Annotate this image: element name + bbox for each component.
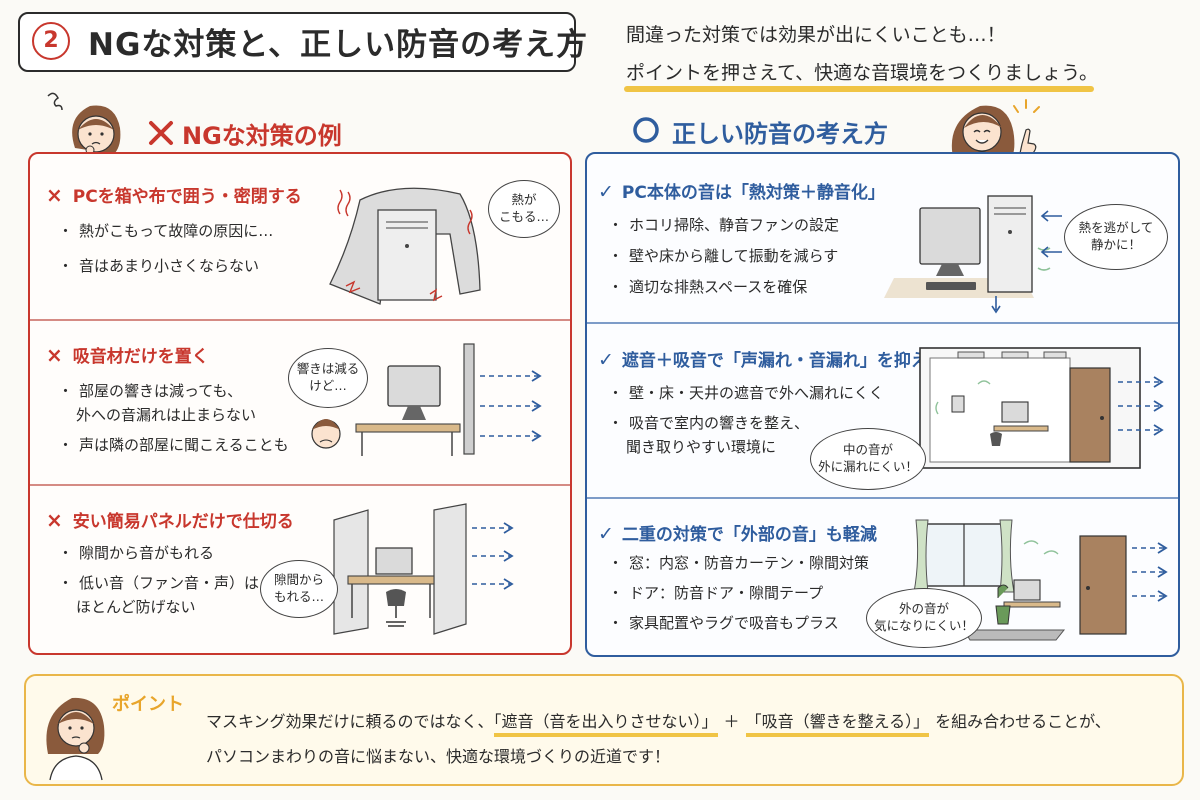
ng-x-icon: × <box>46 183 63 207</box>
ng-item-1-bullet-1: 熱がこもって故障の原因に… <box>58 220 273 241</box>
ng-divider-2 <box>30 484 570 486</box>
ng-item-3-bullet-2-continued: ほとんど防げない <box>76 598 196 616</box>
ng-item-2-bullet-1-continued: 外への音漏れは止まらない <box>76 406 257 424</box>
covered-pc-illustration <box>329 187 481 305</box>
intro-underline <box>624 86 1094 92</box>
thinking-person-icon <box>46 697 105 781</box>
ng-section-heading: NGな対策の例 <box>182 122 342 150</box>
ok-item-3-bullet-3: 家具配置やラグで吸音もプラス <box>608 612 839 633</box>
ng-x-mark-icon <box>149 121 173 145</box>
check-icon: ✓ <box>598 181 614 203</box>
ng-item-2-title: ×吸音材だけを置く <box>46 343 209 367</box>
page-title: NGな対策と、正しい防音の考え方 <box>88 27 589 63</box>
sound-leak-arrows <box>472 522 514 590</box>
ok-circle-mark-icon <box>633 117 659 143</box>
ng-item-3-bullet-2: 低い音（ファン音・声）は <box>58 572 259 593</box>
highlight-absorption: 「吸音（響きを整える）」 <box>745 712 930 737</box>
soundproof-room-illustration <box>919 347 1141 469</box>
ok-divider-2 <box>587 497 1178 499</box>
window-door-room-illustration <box>913 519 1127 641</box>
section-number-badge: 2 <box>32 22 70 60</box>
point-text-line-2: パソコンまわりの音に悩まない、快適な環境づくりの近道です！ <box>206 747 671 766</box>
ng-x-icon: × <box>46 508 63 532</box>
ok-item-3-speech-bubble: 外の音が気になりにくい！ <box>866 588 982 648</box>
ng-item-1-speech-bubble: 熱がこもる… <box>488 180 560 238</box>
ok-item-2-bullet-1: 壁・床・天井の遮音で外へ漏れにくく <box>608 382 884 403</box>
highlight-soundproof: 「遮音（音を出入りさせない）」 <box>493 712 718 737</box>
airflow-arrows <box>1040 210 1062 258</box>
ok-item-2-bullet-2: 吸音で室内の響きを整え、 <box>608 412 809 433</box>
ng-item-3-title: ×安い簡易パネルだけで仕切る <box>46 508 294 532</box>
ok-item-2-title: ✓遮音＋吸音で「声漏れ・音漏れ」を抑える <box>598 349 945 371</box>
ok-item-1-title: ✓PC本体の音は「熱対策＋静音化」 <box>598 181 885 203</box>
point-label: ポイント <box>112 694 184 715</box>
ok-item-1-speech-bubble: 熱を逃がして静かに！ <box>1064 204 1168 270</box>
ok-item-1-bullet-1: ホコリ掃除、静音ファンの設定 <box>608 214 839 235</box>
ok-divider-1 <box>587 322 1178 324</box>
ok-item-3-bullet-1: 窓：内窓・防音カーテン・隙間対策 <box>608 552 869 573</box>
ok-item-2-speech-bubble: 中の音が外に漏れにくい！ <box>810 428 926 490</box>
ng-x-icon: × <box>46 343 63 367</box>
ok-item-3-title: ✓二重の対策で「外部の音」も軽減 <box>598 523 877 545</box>
ok-item-2-bullet-2-continued: 聞き取りやすい環境に <box>626 438 777 456</box>
ng-item-3-bullet-1: 隙間から音がもれる <box>58 542 214 563</box>
check-icon: ✓ <box>598 523 614 545</box>
point-text-line-1: マスキング効果だけに頼るのではなく、「遮音（音を出入りさせない）」＋「吸音（響き… <box>206 708 1111 737</box>
intro-line-2: ポイントを押さえて、快適な音環境をつくりましょう。 <box>626 62 1098 84</box>
ok-item-1-bullet-3: 適切な排熱スペースを確保 <box>608 276 807 297</box>
title-box <box>18 12 576 72</box>
ng-item-2-bullet-2: 声は隣の部屋に聞こえることも <box>58 434 289 455</box>
sound-block-arrows <box>1118 376 1164 436</box>
absorber-desk-illustration <box>311 343 475 456</box>
ok-item-3-bullet-2: ドア：防音ドア・隙間テープ <box>608 582 823 603</box>
ng-item-2-bullet-1: 部屋の響きは減っても、 <box>58 380 242 401</box>
check-icon: ✓ <box>598 349 614 371</box>
ng-item-1-bullet-2: 音はあまり小さくならない <box>58 255 259 276</box>
cooled-pc-illustration <box>884 195 1051 314</box>
ok-item-1-bullet-2: 壁や床から離して振動を減らす <box>608 245 838 266</box>
point-summary-box <box>24 674 1184 786</box>
sound-leak-arrows <box>480 370 542 442</box>
ng-item-1-title: ×PCを箱や布で囲う・密閉する <box>46 183 302 207</box>
outside-noise-arrows <box>1132 542 1168 602</box>
ng-item-2-speech-bubble: 響きは減るけど… <box>288 348 368 408</box>
intro-line-1: 間違った対策では効果が出にくいことも…！ <box>626 24 1006 46</box>
ng-item-3-speech-bubble: 隙間からもれる… <box>260 560 338 618</box>
partition-desk-illustration <box>333 503 467 635</box>
ng-divider-1 <box>30 319 570 321</box>
ok-section-heading: 正しい防音の考え方 <box>672 120 888 148</box>
